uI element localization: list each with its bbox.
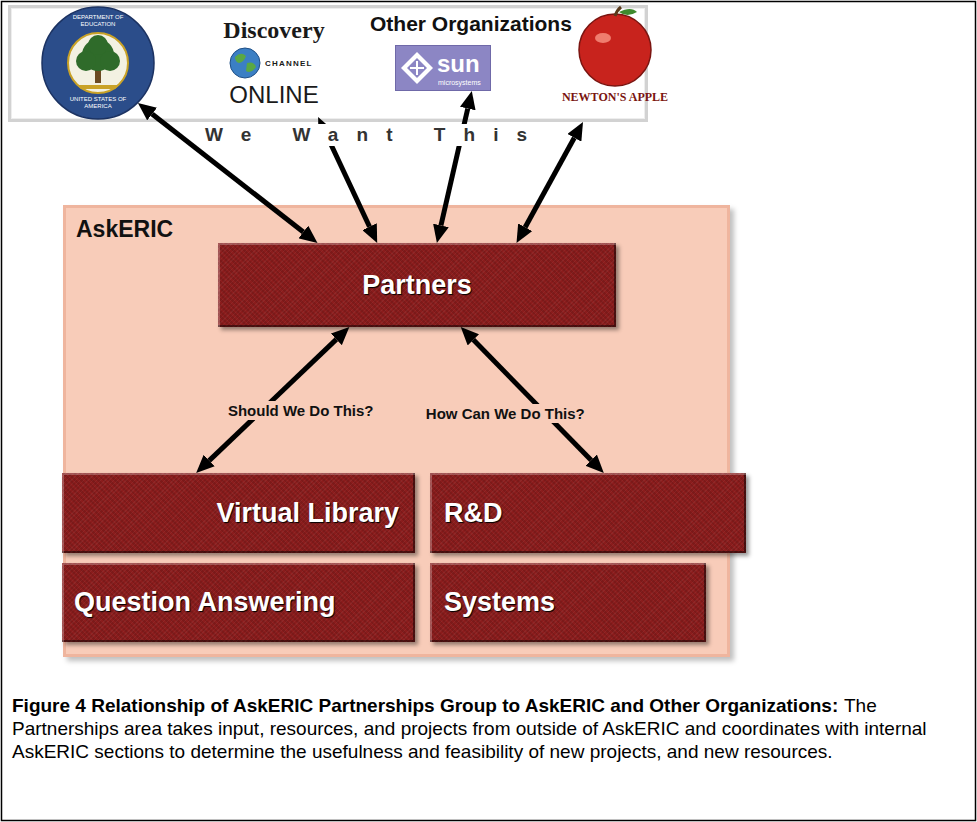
box-label: R&D xyxy=(444,498,503,529)
logo-word: sun xyxy=(437,50,480,78)
tree-canopy xyxy=(76,51,96,71)
globe-icon xyxy=(229,47,261,79)
figure-title: Figure 4 Relationship of AskERIC Partner… xyxy=(12,695,838,716)
globe-land xyxy=(235,54,256,72)
seal-text: DEPARTMENT OF EDUCATION xyxy=(66,14,130,28)
apple-leaf xyxy=(619,9,637,15)
logo-word: NEWTON'S APPLE xyxy=(551,90,679,105)
apple-shine xyxy=(595,33,611,43)
logo-word: ONLINE xyxy=(211,81,337,109)
seal-text: UNITED STATES OF AMERICA xyxy=(66,96,130,110)
sun-logo: sunmicrosystems xyxy=(395,45,491,91)
discovery-logo: DiscoveryCHANNEL ONLINE xyxy=(211,17,337,117)
box-label: Partners xyxy=(362,270,472,301)
tree-canopy xyxy=(100,51,120,71)
box-label: Systems xyxy=(444,587,555,618)
logo-word: microsystems xyxy=(438,79,481,86)
logo-word: CHANNEL xyxy=(265,59,313,68)
process-box: Virtual Library xyxy=(62,473,415,553)
sun-diamond-icon xyxy=(400,51,434,85)
region-heading: AskERIC xyxy=(76,216,173,243)
logo-word: Discovery xyxy=(211,17,337,44)
spaced-slogan: We Want This xyxy=(205,124,545,146)
diamond-outer xyxy=(401,52,433,84)
diamond-cross xyxy=(410,61,424,75)
process-box: Question Answering xyxy=(62,563,415,642)
diamond-inner xyxy=(407,58,427,78)
seal-logo: DEPARTMENT OF EDUCATION UNITED STATES OF … xyxy=(41,5,155,121)
apple-body xyxy=(579,14,651,86)
group-heading: Other Organizations xyxy=(370,12,572,36)
double-arrow xyxy=(473,340,591,460)
process-box: Partners xyxy=(218,243,616,327)
process-box: R&D xyxy=(430,473,746,553)
edge-label: How Can We Do This? xyxy=(423,404,588,423)
box-label: Question Answering xyxy=(74,587,336,618)
seal-ground xyxy=(77,85,119,89)
seal-ring xyxy=(42,7,154,119)
seal-center xyxy=(68,33,128,93)
box-label: Virtual Library xyxy=(216,498,399,529)
double-arrow xyxy=(326,133,370,226)
globe-sea xyxy=(230,48,260,78)
tree-canopy xyxy=(88,35,108,55)
figure-caption: Figure 4 Relationship of AskERIC Partner… xyxy=(12,694,967,763)
double-arrow xyxy=(525,138,574,227)
askeric-region: AskERIC PartnersVirtual Library R&D Questio… xyxy=(63,205,730,657)
process-box: Systems xyxy=(430,563,706,642)
organizations-frame: Other Organizations DEPARTMENT OF EDUCATI… xyxy=(8,5,648,122)
edge-label: Should We Do This? xyxy=(225,401,377,420)
